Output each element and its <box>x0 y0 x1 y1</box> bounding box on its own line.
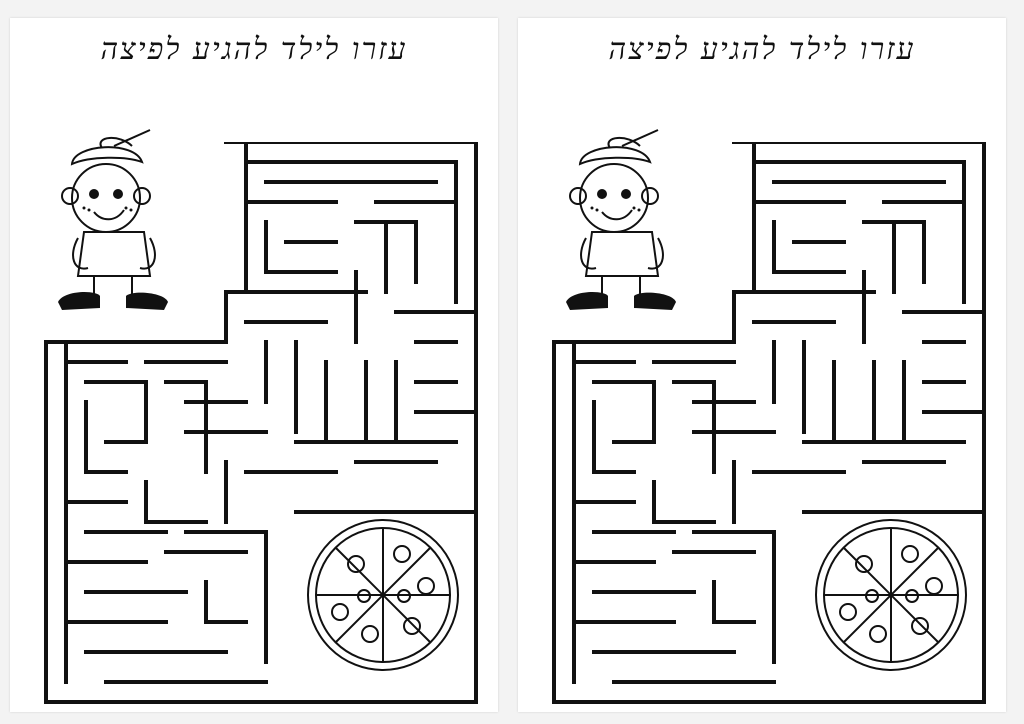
maze-sheet-left: עזרו לילד להגיע לפיצה <box>10 18 498 712</box>
pizza-icon <box>815 519 967 671</box>
boy-with-propeller-cap-icon <box>566 129 676 310</box>
boy-with-propeller-cap-icon <box>58 129 168 310</box>
pizza-icon <box>307 519 459 671</box>
maze-grid <box>44 142 478 704</box>
maze-sheet-right: עזרו לילד להגיע לפיצה <box>518 18 1006 712</box>
page-title: עזרו לילד להגיע לפיצה <box>608 32 916 67</box>
maze-grid <box>552 142 986 704</box>
page-title: עזרו לילד להגיע לפיצה <box>100 32 408 67</box>
